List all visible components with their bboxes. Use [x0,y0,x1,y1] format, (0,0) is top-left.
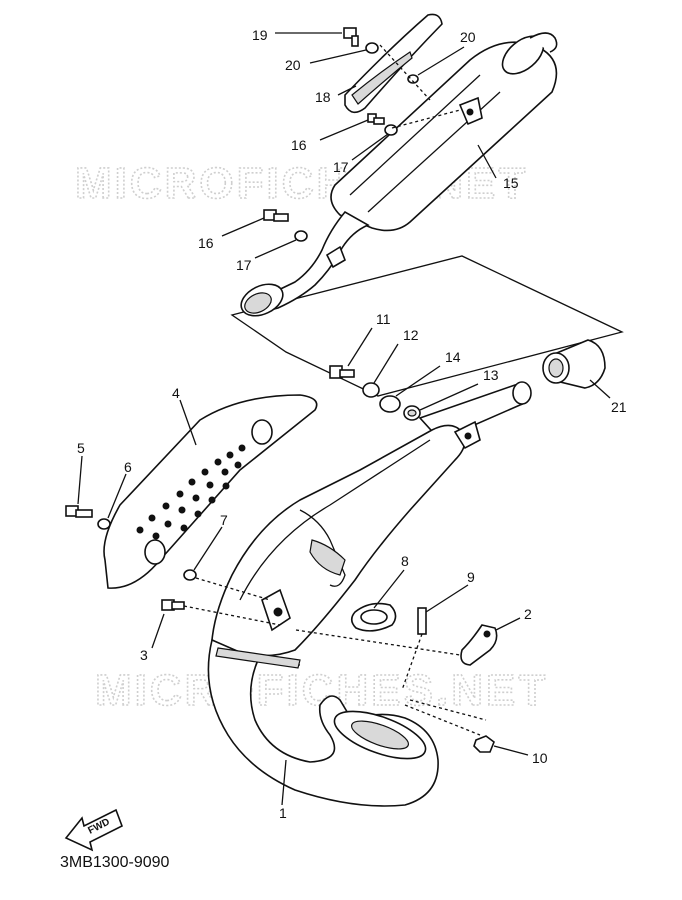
bolt-16-b [263,209,289,222]
vent-holes [136,444,246,540]
part-label-15: 15 [503,175,519,191]
part-label-2: 2 [524,606,532,622]
bolt-16-a [367,113,385,125]
part-label-4: 4 [172,385,180,401]
bolt-11 [329,365,355,379]
part-label-17-a: 17 [333,159,349,175]
part-label-17-b: 17 [236,257,252,273]
chamber-heat-protector [103,394,318,589]
part-label-1: 1 [279,805,287,821]
part-label-11: 11 [376,311,391,327]
stud-bolt-9 [417,607,427,635]
document-code: 3MB1300-9090 [60,854,170,871]
part-label-13: 13 [483,367,499,383]
bolt-5 [65,505,93,518]
silencer-heat-protector [344,13,443,114]
holder-2 [460,624,498,666]
nut-10 [473,735,495,753]
part-label-21: 21 [611,399,627,415]
part-label-20-b: 20 [460,29,476,45]
grommet-14 [379,395,401,413]
part-label-18: 18 [315,89,331,105]
part-label-10: 10 [532,750,548,766]
part-label-16-a: 16 [291,137,307,153]
washer-12 [362,382,380,398]
bolt-19 [343,27,359,47]
washer-17-b [294,230,308,242]
part-label-3: 3 [140,647,148,663]
part-label-8: 8 [401,553,409,569]
joint-21 [542,339,606,389]
part-label-14: 14 [445,349,461,365]
part-label-20-a: 20 [285,57,301,73]
part-label-9: 9 [467,569,475,585]
part-label-6: 6 [124,459,132,475]
washer-17-a [384,124,398,136]
washer-7 [183,569,197,581]
part-label-12: 12 [403,327,419,343]
forward-direction-arrow-icon: FWD [64,808,124,852]
part-label-19: 19 [252,27,268,43]
washer-6 [97,518,111,530]
silencer-group-outline [230,255,624,397]
exhaust-pipe [207,381,532,807]
part-label-16-b: 16 [198,235,214,251]
part-label-7: 7 [220,512,228,528]
bolt-3 [161,599,185,611]
washer-20-a [365,42,379,54]
silencer [240,32,558,317]
part-label-5: 5 [77,440,85,456]
washer-20-b [407,74,419,84]
